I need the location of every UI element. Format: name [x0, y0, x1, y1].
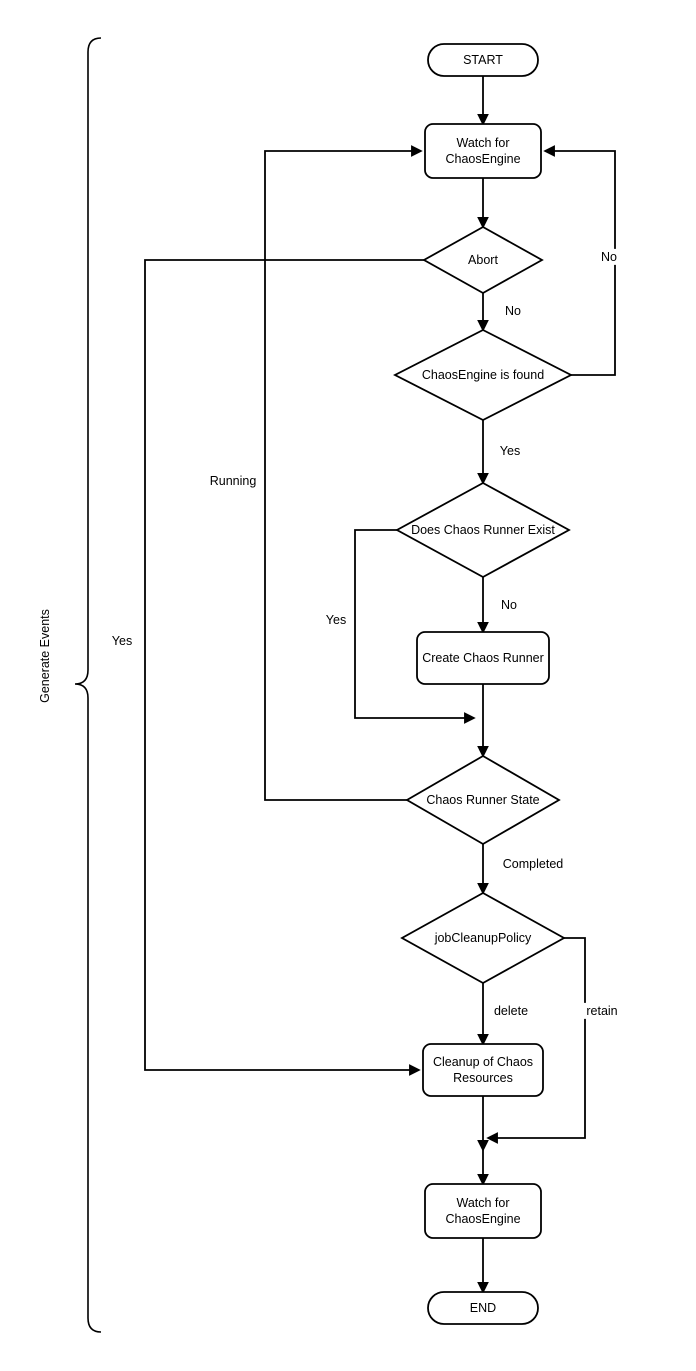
create-chaos-runner-node-shape [416, 631, 550, 685]
edge-abort-yes-loop [144, 259, 424, 1076]
generate-events-label: Generate Events [38, 609, 52, 703]
edge-label-abort-yes: Yes [108, 632, 136, 650]
edge-jobcleanup-retain-loop [486, 937, 586, 1144]
jobcleanuppolicy-decision-shape [400, 891, 566, 985]
edge-label-running: Running [206, 472, 260, 490]
edge-label-found-no: No [598, 248, 620, 266]
end-node-shape [427, 1291, 539, 1325]
edge-label-exist-yes: Yes [322, 611, 350, 629]
start-node-shape [427, 43, 539, 77]
cleanup-resources-node-shape [422, 1043, 544, 1097]
chaosengine-found-decision-shape [393, 328, 573, 422]
generate-events-bracket [74, 37, 102, 1333]
chaos-runner-state-decision-shape [405, 754, 561, 846]
watch-chaosengine-2-node-shape [424, 1183, 542, 1239]
watch-chaosengine-node-shape [424, 123, 542, 179]
edge-label-abort-no: No [502, 302, 524, 320]
chaos-runner-exist-decision-shape [395, 481, 571, 579]
edge-label-exist-no: No [498, 596, 520, 614]
edge-state-running-loop [264, 145, 423, 801]
edge-exist-yes-loop [354, 529, 476, 724]
edge-label-delete: delete [490, 1002, 532, 1020]
edge-label-completed: Completed [499, 855, 567, 873]
edge-label-found-yes: Yes [496, 442, 524, 460]
abort-decision-shape [422, 225, 544, 295]
edge-label-retain: retain [583, 1002, 621, 1020]
